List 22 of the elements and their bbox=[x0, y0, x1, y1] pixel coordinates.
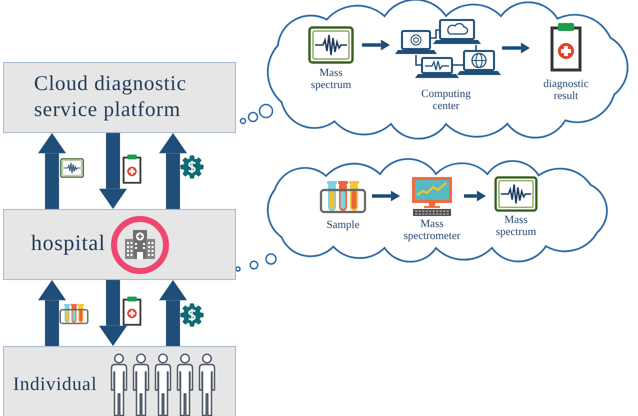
node-label: diagnostic result bbox=[542, 78, 590, 103]
node-label: Sample bbox=[326, 219, 360, 232]
block-arrow bbox=[38, 133, 66, 209]
node-label: Computing center bbox=[420, 88, 472, 113]
node-label: hospital bbox=[31, 230, 106, 257]
arrow bbox=[502, 42, 530, 54]
arrow bbox=[372, 190, 400, 202]
block-arrow bbox=[99, 133, 127, 209]
node-label: Individual bbox=[13, 373, 98, 396]
block-arrow bbox=[99, 280, 127, 346]
block-arrow bbox=[159, 280, 187, 346]
process-box bbox=[3, 62, 236, 133]
node-label: Mass spectrum bbox=[494, 214, 538, 239]
process-box bbox=[3, 209, 236, 280]
block-arrow bbox=[159, 133, 187, 209]
node-label: Cloud diagnostic service platform bbox=[34, 71, 188, 122]
arrow bbox=[362, 40, 390, 50]
block-arrow bbox=[38, 280, 66, 346]
process-box bbox=[3, 346, 236, 416]
node-label: Mass spectrum bbox=[310, 67, 352, 92]
node-label: Mass spectrometer bbox=[402, 218, 462, 243]
arrow bbox=[464, 190, 486, 202]
